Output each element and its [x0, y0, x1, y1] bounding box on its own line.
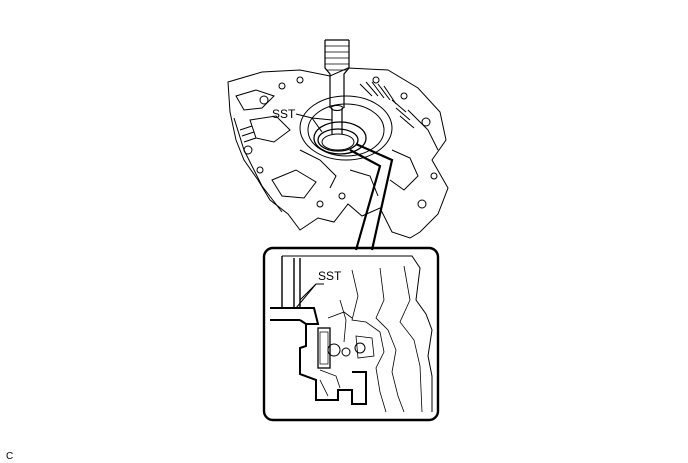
- transaxle-housing: [227, 67, 449, 239]
- detail-view: [262, 246, 440, 422]
- corner-code: C: [6, 451, 13, 462]
- sst-leader-top: [295, 113, 333, 133]
- sst-press-tool: [324, 39, 350, 134]
- sst-label-detail: SST: [318, 269, 342, 283]
- detail-callout-connector: [349, 142, 394, 251]
- sst-label-top: SST: [272, 107, 296, 121]
